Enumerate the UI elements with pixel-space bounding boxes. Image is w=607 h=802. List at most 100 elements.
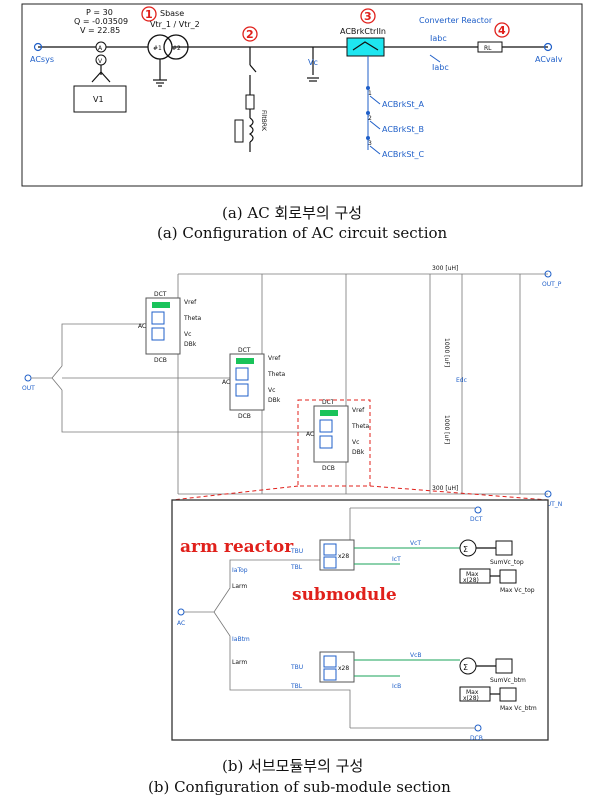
filter-breaker-switch-icon [249, 64, 257, 73]
marker-4-circle [494, 22, 510, 38]
svg-text:TBL: TBL [290, 564, 303, 571]
svg-text:Vc: Vc [352, 439, 359, 446]
max-top-display [499, 569, 517, 584]
svg-text:DCB: DCB [154, 357, 167, 364]
svg-text:Vref: Vref [184, 299, 197, 306]
panel-a-ac-circuit: ACsys ACvalv P = 30 Q = -0.03509 V = 22.… [21, 3, 583, 187]
svg-text:TBU: TBU [290, 548, 303, 555]
svg-text:DCB: DCB [322, 465, 335, 472]
out-ac-terminal [24, 374, 32, 382]
out-p-terminal [544, 270, 552, 278]
breaker-switch-icon [352, 41, 379, 51]
svg-text:DBk: DBk [268, 397, 281, 404]
sum-bottom-display [495, 658, 513, 674]
svg-text:#2: #2 [172, 45, 181, 52]
converter-reactor-label: Converter Reactor [419, 16, 493, 25]
transformer-winding-2-icon [163, 34, 189, 60]
svg-text:DCT: DCT [470, 516, 483, 523]
inductor-top-label: 300 [uH] [432, 265, 458, 272]
svg-text:DBk: DBk [184, 341, 197, 348]
zoom-focus-box [297, 399, 371, 487]
svg-text:x(28): x(28) [463, 577, 479, 584]
svg-text:1: 1 [368, 90, 372, 97]
vc-label: Vc [308, 58, 318, 67]
panel-b-converter-schematic: OUT_P OUT_N 300 [uH] 300 [uH] 1000 [uF] … [22, 265, 562, 508]
svg-text:SumVc_btm: SumVc_btm [490, 677, 526, 684]
zoom-frame [171, 499, 549, 741]
marker-1: 1 [145, 8, 153, 21]
acvalv-terminal [543, 42, 553, 52]
svg-text:Max Vc_top: Max Vc_top [500, 587, 535, 594]
meas-p: P = 30 [86, 8, 113, 17]
svg-text:x(28): x(28) [463, 695, 479, 702]
svg-text:TBU: TBU [290, 664, 303, 671]
cap-1-label: 1000 [uF] [443, 338, 450, 367]
svg-text:DCB: DCB [470, 735, 483, 742]
svg-text:AC: AC [177, 620, 185, 627]
zoom-dct-terminal [474, 506, 482, 514]
svg-text:3: 3 [368, 140, 372, 147]
filter-inductor-icon [248, 117, 254, 143]
svg-text:IcB: IcB [392, 683, 401, 690]
rl-block [477, 41, 503, 53]
breaker-ctrl-label: ACBrkCtrlIn [340, 27, 386, 36]
svg-text:Σ: Σ [463, 545, 468, 554]
acvalv-label: ACvalv [535, 55, 563, 64]
svg-text:V: V [98, 58, 103, 65]
svg-text:Theta: Theta [183, 315, 202, 322]
marker-3-circle [360, 8, 376, 24]
svg-text:SumVc_top: SumVc_top [490, 559, 524, 566]
svg-text:VcT: VcT [410, 540, 421, 547]
v1-source-block [73, 85, 127, 113]
svg-text:#1: #1 [153, 45, 162, 52]
submodule-label: submodule [292, 585, 397, 605]
svg-text:DBk: DBk [352, 449, 365, 456]
svg-text:IaBtm: IaBtm [232, 636, 250, 643]
svg-text:x28: x28 [338, 553, 349, 560]
out-n-label: OUT_N [542, 501, 562, 508]
iabc-label-1: Iabc [430, 34, 447, 43]
svg-text:Theta: Theta [351, 423, 370, 430]
ammeter-icon [95, 41, 107, 53]
svg-text:AC: AC [222, 379, 230, 386]
svg-text:Vc: Vc [268, 387, 275, 394]
svg-text:IaTop: IaTop [232, 567, 248, 574]
filtbrk-label: FiltBRK [260, 110, 267, 132]
svg-text:Larm: Larm [232, 659, 247, 666]
svg-text:DCB: DCB [238, 413, 251, 420]
transformer-name: Vtr_1 / Vtr_2 [150, 20, 200, 29]
arm-reactor-label: arm reactor [180, 537, 294, 557]
marker-3: 3 [364, 10, 372, 23]
marker-2-circle [242, 26, 258, 42]
svg-text:AC: AC [138, 323, 146, 330]
marker-2: 2 [246, 28, 254, 41]
iabc-label-2: Iabc [432, 63, 449, 72]
brk-state-b: ACBrkSt_B [382, 125, 424, 134]
caption-a-english: (a) Configuration of AC circuit section [157, 224, 448, 242]
marker-1-circle [141, 6, 157, 22]
max-bottom-display [499, 687, 517, 702]
svg-text:AC: AC [306, 431, 314, 438]
svg-text:Max: Max [466, 571, 479, 578]
svg-text:Theta: Theta [267, 371, 286, 378]
rl-label: RL [484, 45, 492, 52]
svg-text:Max Vc_btm: Max Vc_btm [500, 705, 537, 712]
out-p-label: OUT_P [542, 281, 562, 288]
svg-text:Vc: Vc [184, 331, 191, 338]
svg-text:A: A [98, 45, 103, 52]
sbase-label: Sbase [160, 9, 184, 18]
meas-q: Q = -0.03509 [74, 17, 128, 26]
svg-text:TBL: TBL [290, 683, 303, 690]
svg-text:Larm: Larm [232, 583, 247, 590]
svg-text:Σ: Σ [463, 663, 468, 672]
svg-text:Vref: Vref [268, 355, 281, 362]
cap-2-label: 1000 [uF] [443, 415, 450, 444]
svg-text:Max: Max [466, 689, 479, 696]
acsys-terminal [33, 42, 43, 52]
caption-b-korean: (b) 서브모듈부의 구성 [222, 757, 363, 775]
svg-text:VcB: VcB [410, 652, 422, 659]
out-n-terminal [544, 490, 552, 498]
acsys-label: ACsys [30, 55, 54, 64]
caption-b-english: (b) Configuration of sub-module section [148, 778, 451, 796]
